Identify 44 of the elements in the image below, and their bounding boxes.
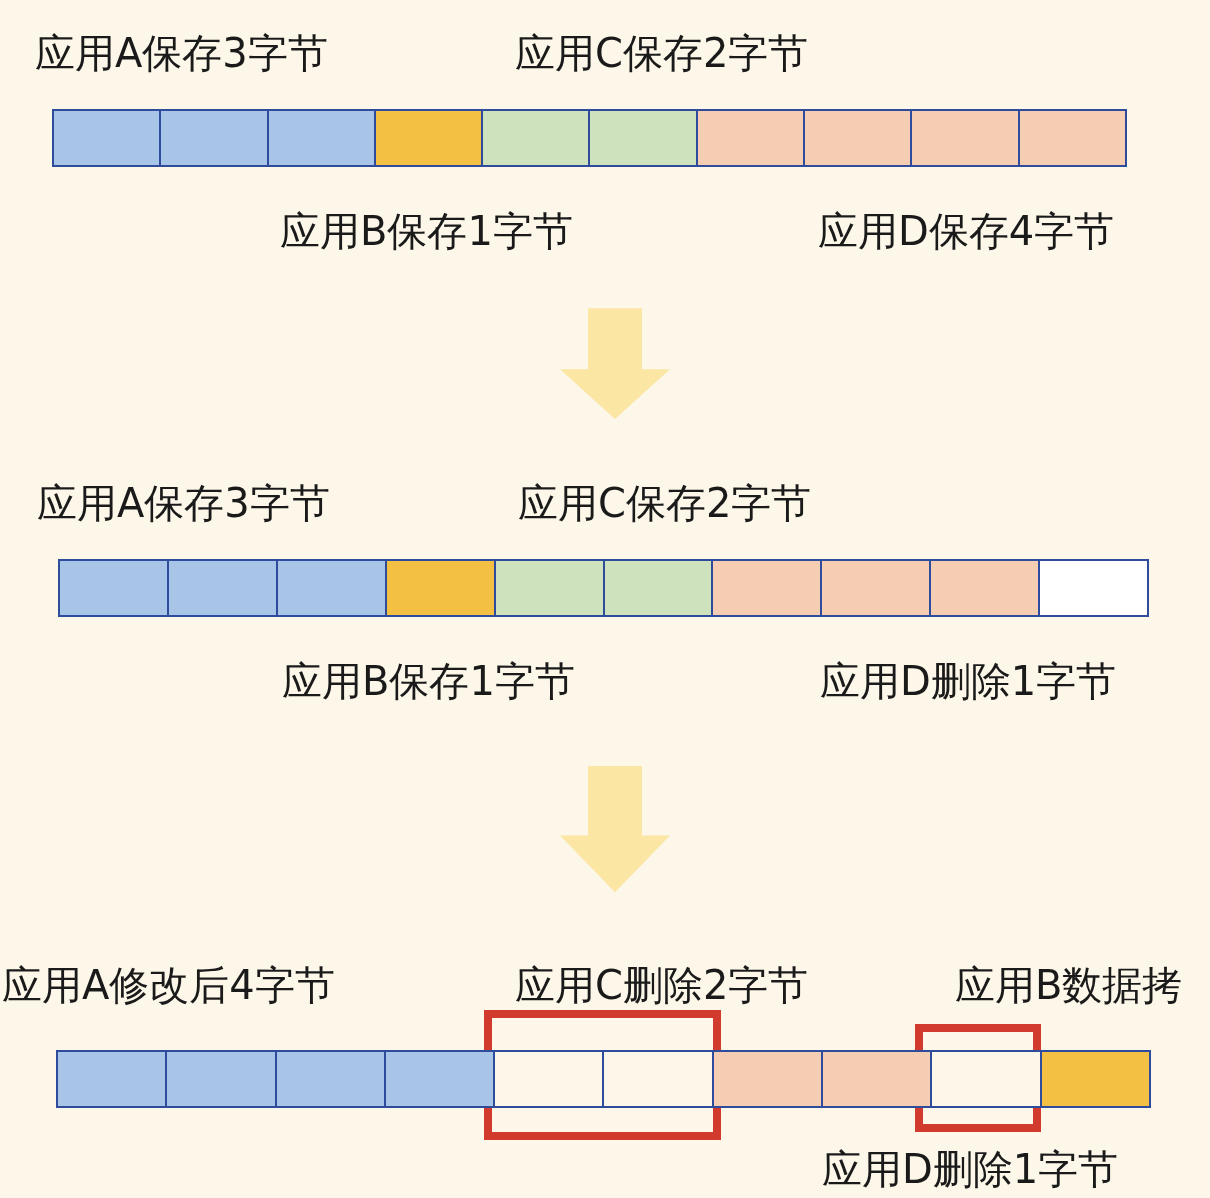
memory-cell bbox=[1038, 559, 1150, 617]
down-arrow bbox=[560, 765, 670, 893]
memory-cell bbox=[493, 1050, 605, 1108]
segment-label: 应用C保存2字节 bbox=[515, 30, 809, 76]
memory-cell bbox=[58, 559, 169, 617]
segment-label: 应用B数据拷 bbox=[955, 962, 1183, 1008]
segment-label: 应用D删除1字节 bbox=[822, 1146, 1119, 1192]
segment-label: 应用A保存3字节 bbox=[37, 480, 330, 526]
memory-cell bbox=[821, 1050, 933, 1108]
memory-cell bbox=[695, 109, 806, 167]
memory-cell bbox=[383, 1050, 496, 1108]
memory-cell bbox=[1039, 1050, 1151, 1108]
segment-label: 应用A修改后4字节 bbox=[2, 962, 335, 1008]
memory-cell bbox=[481, 109, 591, 167]
segment-label: 应用B保存1字节 bbox=[282, 658, 575, 704]
memory-cell bbox=[52, 109, 162, 167]
memory-cell bbox=[588, 109, 698, 167]
memory-cell bbox=[803, 109, 913, 167]
memory-cell bbox=[56, 1050, 168, 1108]
memory-cell bbox=[602, 1050, 714, 1108]
memory-cell bbox=[711, 559, 823, 617]
segment-label: 应用C保存2字节 bbox=[518, 480, 812, 526]
memory-cell bbox=[1017, 109, 1127, 167]
memory-cell bbox=[929, 559, 1041, 617]
memory-cell bbox=[820, 559, 932, 617]
memory-cell bbox=[165, 1050, 277, 1108]
segment-label: 应用A保存3字节 bbox=[35, 30, 328, 76]
memory-cell bbox=[711, 1050, 824, 1108]
down-arrow bbox=[560, 308, 670, 419]
segment-label: 应用C删除2字节 bbox=[515, 962, 809, 1008]
memory-cell bbox=[274, 1050, 386, 1108]
segment-label: 应用D删除1字节 bbox=[820, 658, 1117, 704]
memory-cell bbox=[930, 1050, 1042, 1108]
memory-cell bbox=[166, 559, 278, 617]
memory-cell bbox=[910, 109, 1020, 167]
memory-cell bbox=[373, 109, 484, 167]
memory-cell bbox=[602, 559, 714, 617]
memory-cell bbox=[493, 559, 605, 617]
segment-label: 应用B保存1字节 bbox=[280, 208, 573, 254]
memory-cell bbox=[159, 109, 269, 167]
memory-cell bbox=[266, 109, 376, 167]
memory-cell bbox=[275, 559, 387, 617]
memory-cell bbox=[384, 559, 496, 617]
segment-label: 应用D保存4字节 bbox=[818, 208, 1115, 254]
